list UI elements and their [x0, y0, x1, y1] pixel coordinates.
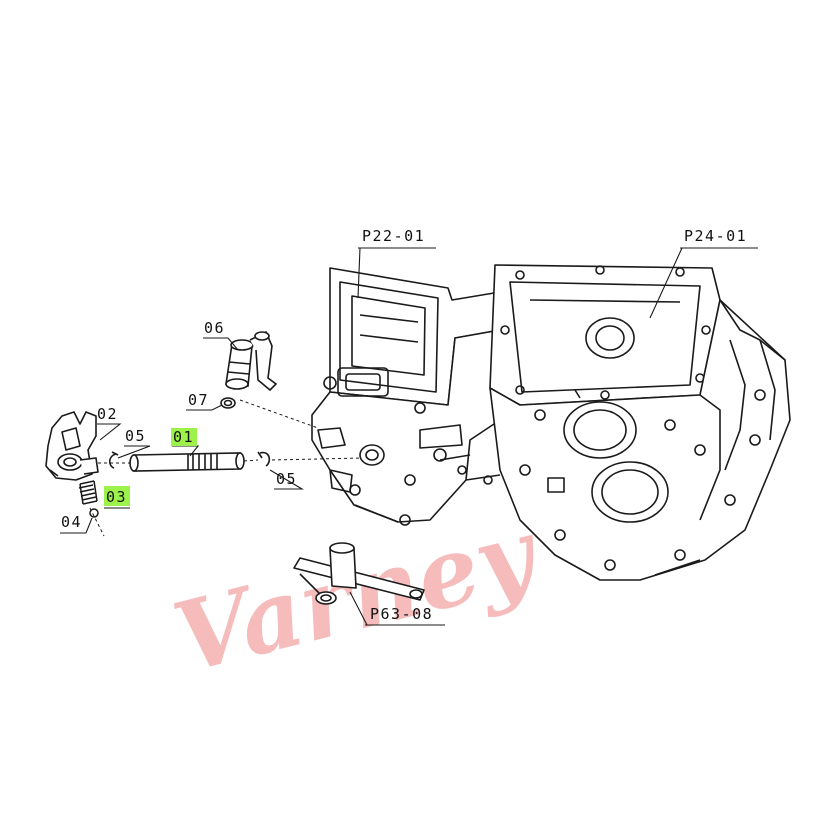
label-04: 04	[61, 513, 82, 531]
highlights	[104, 428, 197, 506]
housing-p22-01	[311, 267, 501, 526]
label-02: 02	[97, 405, 118, 423]
part-05-clip-right	[257, 451, 271, 467]
part-03-spring	[78, 480, 98, 505]
part-07-o-ring	[220, 397, 236, 409]
part-04-ball	[89, 508, 99, 518]
label-p22-01: P22-01	[362, 227, 425, 245]
label-01: 01	[173, 428, 194, 446]
part-01-shift-rod	[129, 452, 245, 472]
label-p24-01: P24-01	[684, 227, 747, 245]
labels: P22-01 P24-01 06 07 02 05 01 05 03 04 P6…	[61, 227, 747, 623]
assembly-lines	[89, 399, 363, 537]
part-06-shift-arm	[225, 330, 278, 392]
part-p63-08-lever	[293, 542, 425, 605]
label-05-right: 05	[276, 470, 297, 488]
label-07: 07	[188, 391, 209, 409]
label-06: 06	[204, 319, 225, 337]
highlight-01	[171, 428, 197, 446]
watermark: Varney	[163, 495, 551, 694]
highlight-03	[104, 486, 130, 506]
leader-lines	[60, 247, 758, 626]
watermark-text: Varney	[163, 495, 551, 694]
housing-p24-01	[489, 264, 791, 581]
label-05-left: 05	[125, 427, 146, 445]
part-05-clip-left	[108, 451, 119, 469]
label-p63-08: P63-08	[370, 605, 433, 623]
label-03: 03	[106, 488, 127, 506]
part-02-shift-fork	[45, 411, 99, 481]
